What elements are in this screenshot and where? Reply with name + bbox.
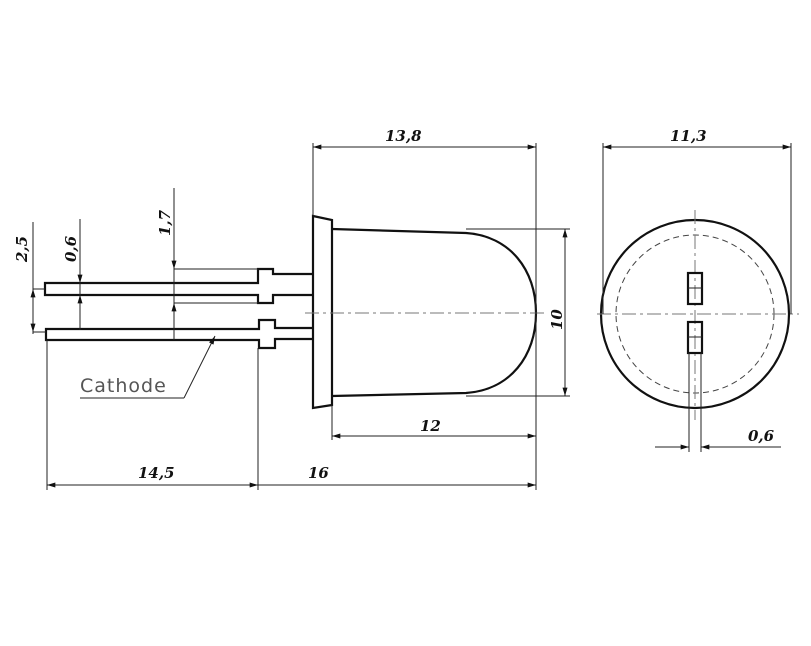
dim-label-1-7: 1,7 [156, 209, 174, 236]
cathode-callout: Cathode [80, 335, 216, 399]
dim-body-diameter: 10 [466, 228, 570, 397]
dim-label-13-8: 13,8 [385, 127, 422, 145]
dim-label-end-0-6: 0,6 [748, 427, 775, 445]
dim-label-12: 12 [420, 417, 441, 435]
dim-label-14-5: 14,5 [138, 464, 175, 482]
dim-shoulder-width: 1,7 [156, 188, 258, 340]
dim-lead-width: 0,6 [62, 219, 83, 330]
dim-lead-length: 14,5 [46, 340, 259, 490]
dim-label-10: 10 [548, 309, 566, 330]
flange [311, 214, 334, 410]
dim-label-2-5: 2,5 [13, 236, 31, 263]
dim-label-11-3: 11,3 [670, 127, 707, 145]
dim-label-0-6: 0,6 [62, 235, 80, 262]
dim-flange-to-tip: 13,8 [312, 127, 537, 490]
dim-body-length: 12 [331, 405, 537, 440]
dim-end-lead-width: 0,6 [655, 427, 781, 450]
dim-overall: 16 [258, 464, 537, 488]
dim-label-16: 16 [308, 464, 329, 482]
cathode-label: Cathode [80, 375, 167, 397]
dim-flange-diameter: 11,3 [602, 127, 792, 314]
anode-lead [43, 267, 313, 305]
dim-lead-pitch: 2,5 [13, 222, 46, 334]
cathode-lead [44, 318, 313, 350]
end-view [597, 210, 799, 452]
